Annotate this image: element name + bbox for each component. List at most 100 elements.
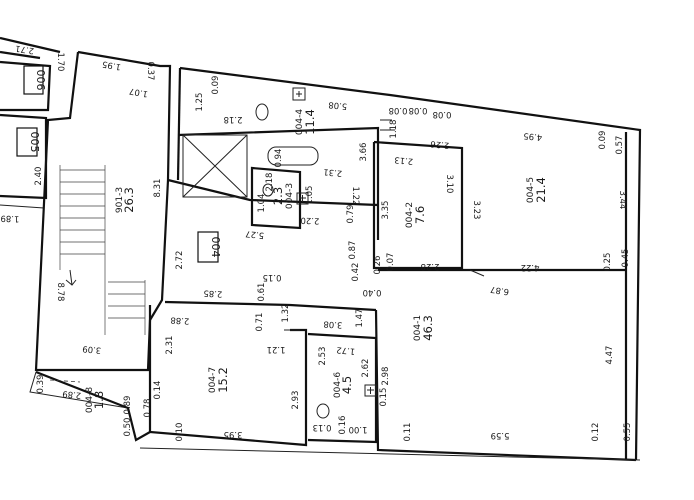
room-area-004-5: 21.4: [534, 177, 548, 203]
room-004-8: 004-8 1.8: [85, 387, 106, 413]
room-id-004-8: 004-8: [85, 387, 95, 413]
dimension-label: 0.09: [211, 76, 221, 95]
dimension-label: 5.27: [245, 228, 265, 240]
dimension-label: 0.12: [591, 423, 601, 442]
room-id-004-1: 004-1: [413, 315, 423, 341]
dimension-label: 0.40: [363, 287, 382, 297]
room-004-4: 004-4 11.4: [295, 109, 317, 135]
unit-box-005: [16, 127, 38, 157]
dimension-label: 2.18: [224, 114, 243, 124]
dimension-label: 0.13: [313, 422, 332, 432]
room-004-5: 004-5 21.4: [526, 177, 548, 203]
room-id-004-7: 004-7: [208, 367, 218, 393]
dimension-label: 0.50: [123, 418, 133, 437]
dimension-label: 3.23: [471, 201, 481, 220]
dimension-label: 1.07: [128, 85, 148, 98]
room-area-004-8: 1.8: [92, 391, 106, 409]
unit-box-004: [197, 231, 219, 263]
room-004-1: 004-1 46.3: [413, 315, 435, 341]
dimension-label: 1.47: [355, 309, 365, 328]
dimension-label: 5.59: [491, 430, 510, 440]
room-004-3: 004-3 2.3: [271, 183, 295, 209]
dimension-label: 0.94: [274, 149, 284, 168]
dimension-label: 2.53: [318, 347, 328, 366]
dimension-label: 0.87: [348, 241, 358, 260]
room-area-004-3: 2.3: [271, 187, 285, 205]
room-901-3: 901-3 26.3: [115, 187, 136, 213]
unit-label-005: 005: [28, 132, 41, 153]
dimension-label: 2.72: [175, 251, 185, 270]
dimension-label: 1.18: [389, 120, 399, 139]
dimension-labels: 2.71 1.70 1.95 0.37 1.07 1.25 0.09 2.18 …: [0, 43, 633, 442]
dimension-label: 2.18: [265, 173, 275, 192]
dimension-label: 0.08: [409, 105, 428, 115]
dimension-label: 8.31: [153, 179, 163, 198]
unit-labels: 006 005 004: [16, 65, 222, 263]
dimension-label: 4.22: [521, 262, 540, 272]
dimension-label: 0.78: [143, 399, 153, 418]
dimension-label: 4.47: [605, 346, 615, 365]
dimension-label: 0.57: [615, 136, 625, 155]
dimension-label: 0.08: [433, 109, 452, 119]
dimension-label: 3.95: [224, 429, 243, 439]
room-area-901-3: 26.3: [122, 187, 136, 213]
unit-box-006: [23, 65, 44, 95]
dimension-label: 3.44: [617, 191, 627, 210]
dimension-label: 2.28: [421, 261, 440, 271]
dimension-label: 3.35: [381, 201, 391, 220]
room-area-004-6: 4.5: [340, 376, 354, 394]
dimension-label: 1.22: [350, 187, 360, 206]
dimension-label: 0.71: [255, 313, 265, 332]
dimension-label: 1.70: [55, 53, 65, 72]
room-id-004-5: 004-5: [526, 177, 536, 203]
dimension-label: 2.85: [203, 288, 222, 299]
room-id-004-3: 004-3: [285, 183, 295, 209]
dimension-label: 4.95: [523, 130, 543, 142]
room-area-004-7: 15.2: [216, 367, 230, 393]
dimension-label: 0.15: [263, 272, 282, 282]
room-id-004-2: 004-2: [405, 202, 415, 228]
dimension-label: 0.11: [403, 423, 413, 442]
dimension-label: 2.62: [361, 359, 371, 378]
dimension-label: 0.08: [389, 105, 408, 115]
dimension-label: 1.89: [0, 213, 19, 224]
dimension-label: 3.66: [359, 143, 369, 162]
dimension-label: 5.08: [328, 99, 348, 111]
dimension-label: 0.89: [123, 396, 133, 415]
dimension-label: 0.55: [623, 423, 633, 442]
dimension-label: 0.45: [621, 249, 631, 268]
dimension-label: 0.37: [145, 62, 155, 81]
dimension-label: 1.72: [336, 344, 356, 356]
room-id-004-6: 004-6: [333, 372, 343, 398]
room-004-7: 004-7 15.2: [208, 367, 230, 393]
room-area-004-2: 7.6: [413, 206, 427, 224]
dimension-label: 0.42: [351, 263, 361, 282]
dimension-label: 0.61: [257, 283, 267, 302]
room-area-004-4: 11.4: [303, 109, 317, 135]
dimension-label: 0.10: [175, 423, 185, 442]
dimension-label: 1.21: [267, 344, 286, 354]
dimension-label: 2.93: [291, 391, 301, 410]
room-004-2: 004-2 7.6: [405, 202, 427, 228]
room-labels: 004-1 46.3 004-2 7.6 004-3 2.3 004-4 11.…: [85, 109, 548, 413]
dimension-label: 3.08: [323, 319, 342, 330]
dimension-label: 1.05: [305, 186, 315, 205]
dimension-label: 0.39: [36, 375, 46, 394]
dimension-label: 2.40: [34, 167, 44, 186]
dimension-label: 1.95: [101, 58, 121, 71]
dimension-label: 0.07: [386, 253, 396, 272]
dimension-label: 3.09: [82, 343, 102, 355]
dimension-label: 0.14: [153, 381, 163, 400]
dimension-label: 2.13: [394, 154, 414, 166]
dimension-label: 8.78: [55, 283, 65, 302]
dimension-label: 2.71: [15, 43, 35, 56]
dimension-label: 0.09: [598, 131, 608, 150]
dimension-label: 6.87: [490, 284, 510, 297]
room-id-004-4: 004-4: [295, 109, 305, 135]
dimension-label: 3.10: [444, 175, 454, 194]
dimension-label: 2.89: [62, 388, 82, 400]
unit-label-006: 006: [34, 70, 47, 91]
room-004-6: 004-6 4.5: [333, 372, 354, 398]
dimension-label: 2.31: [323, 166, 343, 178]
dimension-label: 0.79: [346, 205, 356, 224]
